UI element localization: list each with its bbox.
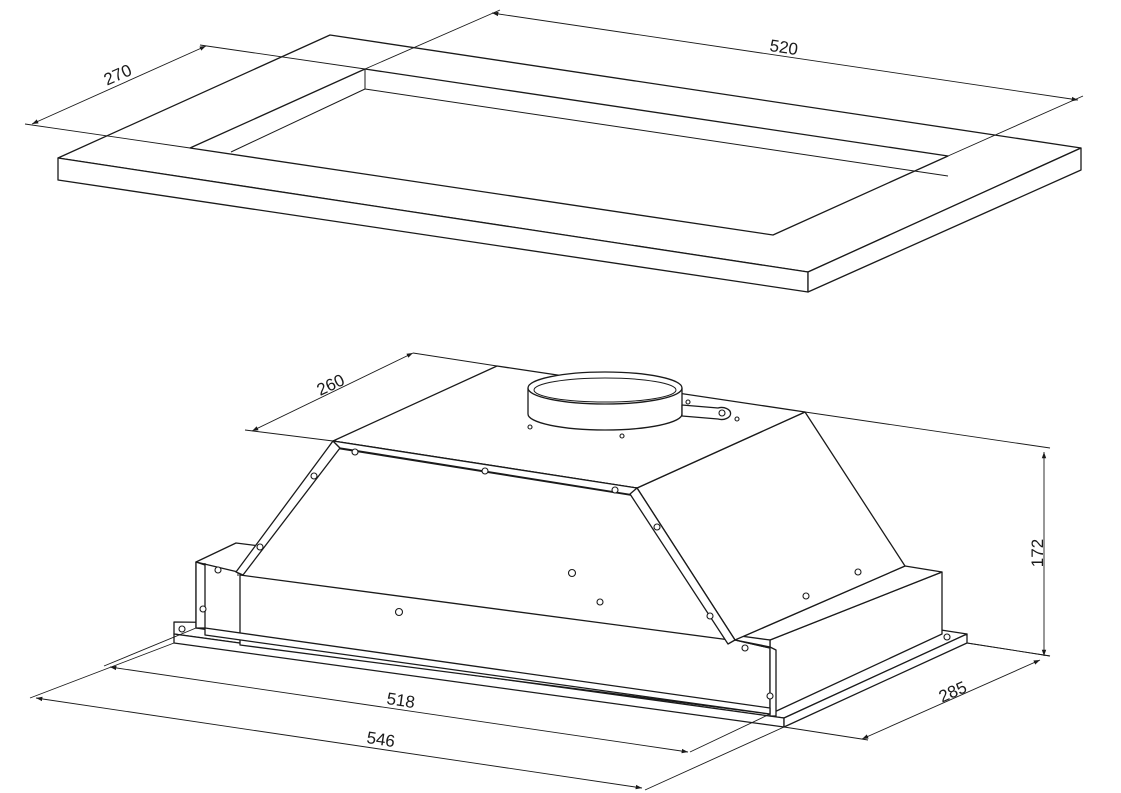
damper-tab	[681, 404, 732, 421]
top-surface-hole	[527, 424, 533, 430]
right-corner-bracket	[734, 639, 777, 717]
flange-hole-left	[178, 625, 186, 633]
cutout-left-inner-edge	[230, 88, 366, 153]
dimension-label-172: 172	[1028, 539, 1047, 567]
screw-hole	[854, 568, 862, 576]
screw-hole	[310, 472, 318, 480]
dimension-label-520: 520	[768, 36, 799, 59]
flange-hole-right	[943, 633, 951, 641]
exhaust-collar	[527, 371, 732, 431]
exhaust-collar-rim	[527, 371, 683, 405]
lower-front-panel	[195, 561, 206, 629]
top-surface-hole	[619, 433, 625, 439]
exhaust-collar-opening	[533, 377, 677, 403]
range-hood-unit	[173, 365, 968, 728]
screw-hole	[611, 486, 619, 494]
front-panel-hole	[567, 568, 577, 578]
screw-hole	[766, 692, 774, 700]
dimension-label-285: 285	[936, 678, 970, 707]
screw-hole	[802, 592, 810, 600]
cutout-back-inner-edge	[364, 88, 949, 177]
screw-hole	[214, 566, 222, 574]
screw-hole	[481, 467, 489, 475]
board-right-face	[807, 147, 1082, 293]
screw-hole	[351, 448, 359, 456]
top-surface-hole	[734, 416, 740, 422]
dimension-label-546: 546	[365, 728, 396, 751]
front-panel-hole	[394, 607, 404, 617]
dimension-label-270: 270	[101, 61, 135, 90]
cabinet-board	[57, 34, 1082, 293]
dimension-cutout-length: 520	[364, 9, 1084, 157]
screw-hole	[653, 523, 661, 531]
screw-hole	[199, 605, 207, 613]
dimension-unit-outer-width: 546	[29, 642, 785, 791]
top-surface-hole	[685, 399, 691, 405]
screw-hole	[706, 612, 714, 620]
front-panel-hole	[596, 598, 604, 606]
dimension-label-260: 260	[314, 370, 348, 399]
screw-hole	[741, 644, 749, 652]
screw-hole	[256, 543, 264, 551]
